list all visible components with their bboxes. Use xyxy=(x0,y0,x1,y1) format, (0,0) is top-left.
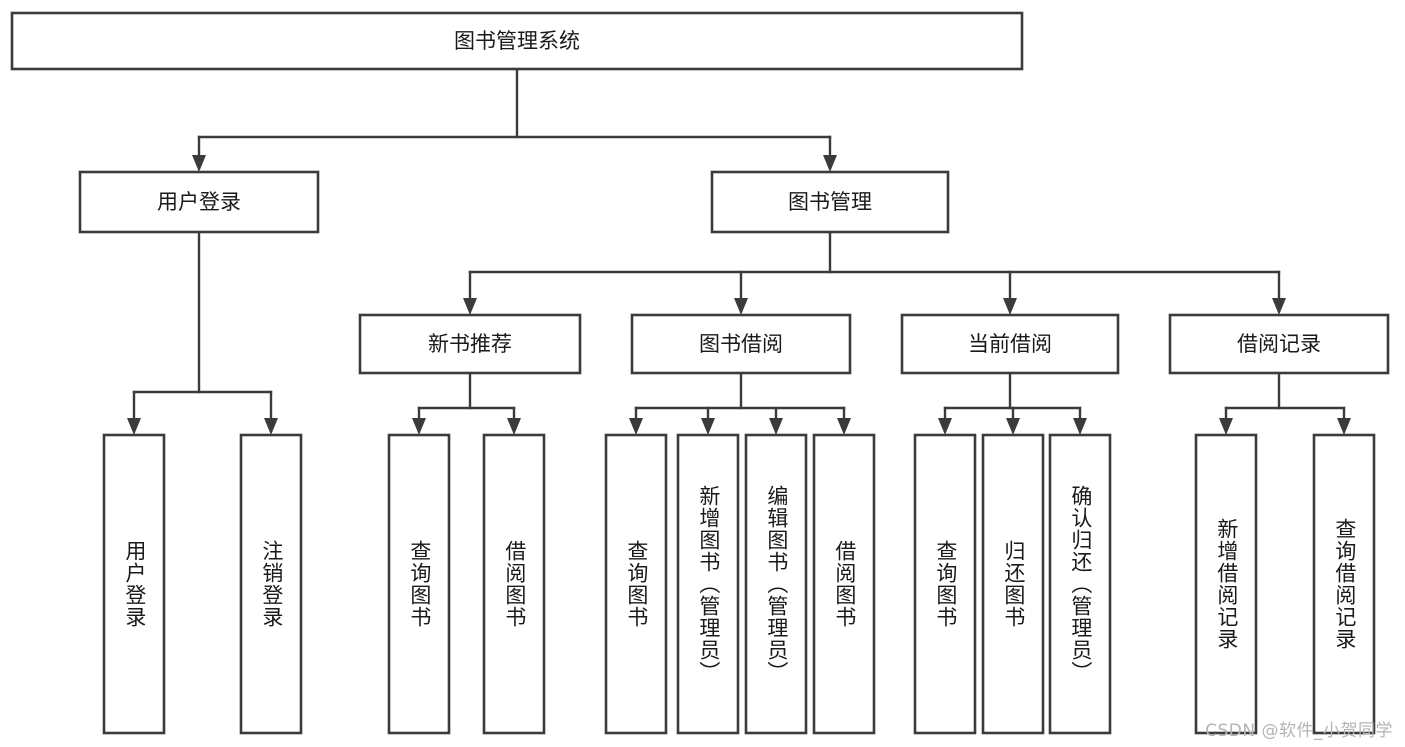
node-box-root-0[interactable] xyxy=(10,11,1024,71)
arrowhead-root-0 xyxy=(192,155,206,172)
arrowhead-root-1 xyxy=(823,155,837,172)
node-box-leaf-9[interactable] xyxy=(981,433,1045,735)
node-label-图书管理系统-0: 图书管理系统 xyxy=(454,29,580,53)
arrowhead-user-login-0 xyxy=(127,418,141,435)
node-box-leaf-4[interactable] xyxy=(604,433,668,735)
node-box-leaf-12[interactable] xyxy=(1312,433,1376,735)
node-box-l2-0[interactable] xyxy=(78,170,320,234)
node-box-l3-0[interactable] xyxy=(358,313,582,375)
node-box-l3-2[interactable] xyxy=(900,313,1120,375)
csdn-watermark: CSDN @软件_小贺同学 xyxy=(1205,721,1393,741)
node-label-图书管理-1: 图书管理 xyxy=(788,190,872,214)
node-label-用户登录-0: 用户登录 xyxy=(157,190,241,214)
arrowhead-l3-3-0 xyxy=(1219,418,1233,435)
arrowhead-l3-2-1 xyxy=(1006,418,1020,435)
arrowhead-l3-0-0 xyxy=(412,418,426,435)
arrowhead-book-mgmt-3 xyxy=(1272,298,1286,315)
node-label-当前借阅-2: 当前借阅 xyxy=(968,332,1052,356)
box-layer xyxy=(10,11,1390,735)
node-box-leaf-8[interactable] xyxy=(913,433,977,735)
node-box-l3-1[interactable] xyxy=(630,313,852,375)
node-label-借阅记录-3: 借阅记录 xyxy=(1237,332,1321,356)
arrowhead-book-mgmt-2 xyxy=(1003,298,1017,315)
arrowhead-l3-1-3 xyxy=(837,418,851,435)
connector-layer xyxy=(127,67,1351,435)
node-box-leaf-10[interactable] xyxy=(1048,433,1112,735)
arrowhead-book-mgmt-1 xyxy=(734,298,748,315)
arrowhead-user-login-1 xyxy=(264,418,278,435)
arrowhead-book-mgmt-0 xyxy=(463,298,477,315)
node-box-leaf-5[interactable] xyxy=(676,433,740,735)
node-box-l2-1[interactable] xyxy=(710,170,950,234)
arrowhead-l3-2-0 xyxy=(938,418,952,435)
arrowhead-l3-3-1 xyxy=(1337,418,1351,435)
arrowhead-l3-2-2 xyxy=(1073,418,1087,435)
node-box-l3-3[interactable] xyxy=(1168,313,1390,375)
node-box-leaf-3[interactable] xyxy=(482,433,546,735)
node-box-leaf-11[interactable] xyxy=(1194,433,1258,735)
node-box-leaf-7[interactable] xyxy=(812,433,876,735)
arrowhead-l3-1-2 xyxy=(769,418,783,435)
node-box-leaf-6[interactable] xyxy=(744,433,808,735)
arrowhead-l3-1-0 xyxy=(629,418,643,435)
arrowhead-l3-0-1 xyxy=(507,418,521,435)
node-box-leaf-0[interactable] xyxy=(102,433,166,735)
node-label-新书推荐-0: 新书推荐 xyxy=(428,332,512,356)
node-label-图书借阅-1: 图书借阅 xyxy=(699,332,783,356)
node-box-leaf-2[interactable] xyxy=(387,433,451,735)
node-box-leaf-1[interactable] xyxy=(239,433,303,735)
arrowhead-l3-1-1 xyxy=(701,418,715,435)
